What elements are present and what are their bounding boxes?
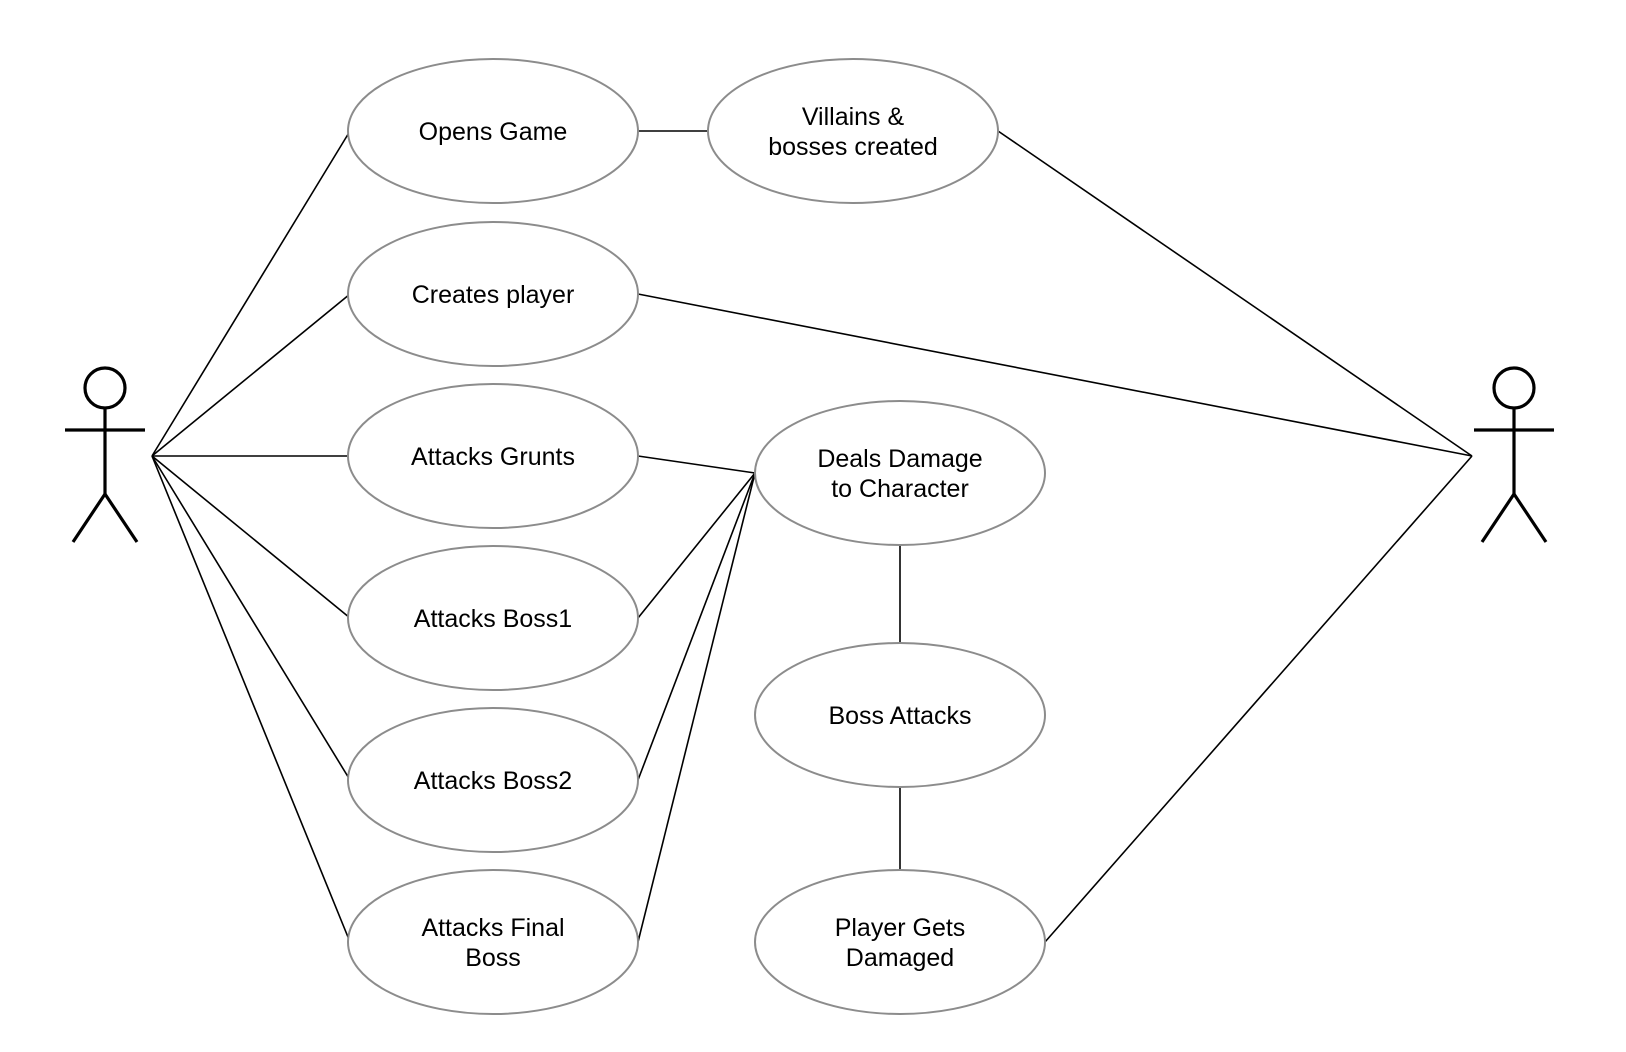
use-case-label: Attacks Grunts xyxy=(411,443,575,471)
use-case-label: Deals Damage xyxy=(817,445,982,473)
use-case-ellipse xyxy=(754,869,1046,1015)
association-attacks-boss1-to-deals-damage xyxy=(637,472,756,619)
actor-left-leg xyxy=(71,493,107,543)
association-actor-left-to-attacks-final-boss xyxy=(151,455,351,943)
use-case-label: Villains & xyxy=(802,103,905,131)
use-case-label: Opens Game xyxy=(419,118,568,146)
use-case-label: Attacks Boss2 xyxy=(414,767,572,795)
use-case-label: Damaged xyxy=(846,944,954,972)
use-case-boss-attacks[interactable]: Boss Attacks xyxy=(754,642,1046,788)
association-actor-left-to-creates-player xyxy=(151,293,351,457)
actor-head xyxy=(1492,366,1536,410)
use-case-attacks-grunts[interactable]: Attacks Grunts xyxy=(347,383,639,529)
association-villains-bosses-created-to-actor-right xyxy=(997,130,1473,457)
association-actor-left-to-attacks-boss2 xyxy=(151,455,351,781)
use-case-label: Attacks Boss1 xyxy=(414,605,572,633)
use-case-label: Boss xyxy=(465,944,521,972)
use-case-label: Creates player xyxy=(412,281,575,309)
association-actor-left-to-attacks-boss1 xyxy=(151,455,351,619)
use-case-creates-player[interactable]: Creates player xyxy=(347,221,639,367)
use-case-label: Attacks Final xyxy=(421,914,564,942)
use-case-ellipse xyxy=(347,707,639,853)
use-cases-layer: Opens Game Villains &bosses createdCreate… xyxy=(347,58,1046,1015)
actor-right-leg xyxy=(103,493,139,543)
actor-head xyxy=(83,366,127,410)
use-case-label: to Character xyxy=(831,475,969,503)
use-case-label: bosses created xyxy=(768,133,938,161)
association-player-gets-damaged-to-actor-right xyxy=(1044,455,1473,943)
use-case-attacks-boss2[interactable]: Attacks Boss2 xyxy=(347,707,639,853)
use-case-label: Player Gets xyxy=(835,914,966,942)
use-case-ellipse xyxy=(347,869,639,1015)
use-case-ellipse xyxy=(754,642,1046,788)
association-attacks-boss2-to-deals-damage xyxy=(637,472,756,781)
use-case-opens-game[interactable]: Opens Game xyxy=(347,58,639,204)
association-actor-left-to-opens-game xyxy=(151,130,351,457)
use-case-ellipse xyxy=(707,58,999,204)
actors-layer xyxy=(65,366,1554,543)
actor-right-stick-figure-icon[interactable] xyxy=(1474,366,1554,543)
use-case-ellipse xyxy=(347,58,639,204)
use-case-ellipse xyxy=(347,545,639,691)
association-attacks-grunts-to-deals-damage xyxy=(637,455,756,474)
actor-left-stick-figure-icon[interactable] xyxy=(65,366,145,543)
use-case-label: Boss Attacks xyxy=(828,702,971,730)
association-attacks-final-boss-to-deals-damage xyxy=(637,472,756,943)
use-case-attacks-boss1[interactable]: Attacks Boss1 xyxy=(347,545,639,691)
use-case-ellipse xyxy=(347,383,639,529)
actor-right-leg xyxy=(1512,493,1548,543)
use-case-ellipse xyxy=(754,400,1046,546)
use-case-villains-bosses-created[interactable]: Villains &bosses created xyxy=(707,58,999,204)
association-creates-player-to-actor-right xyxy=(637,293,1473,457)
actor-left-leg xyxy=(1480,493,1516,543)
associations-layer xyxy=(151,130,1473,943)
use-case-ellipse xyxy=(347,221,639,367)
